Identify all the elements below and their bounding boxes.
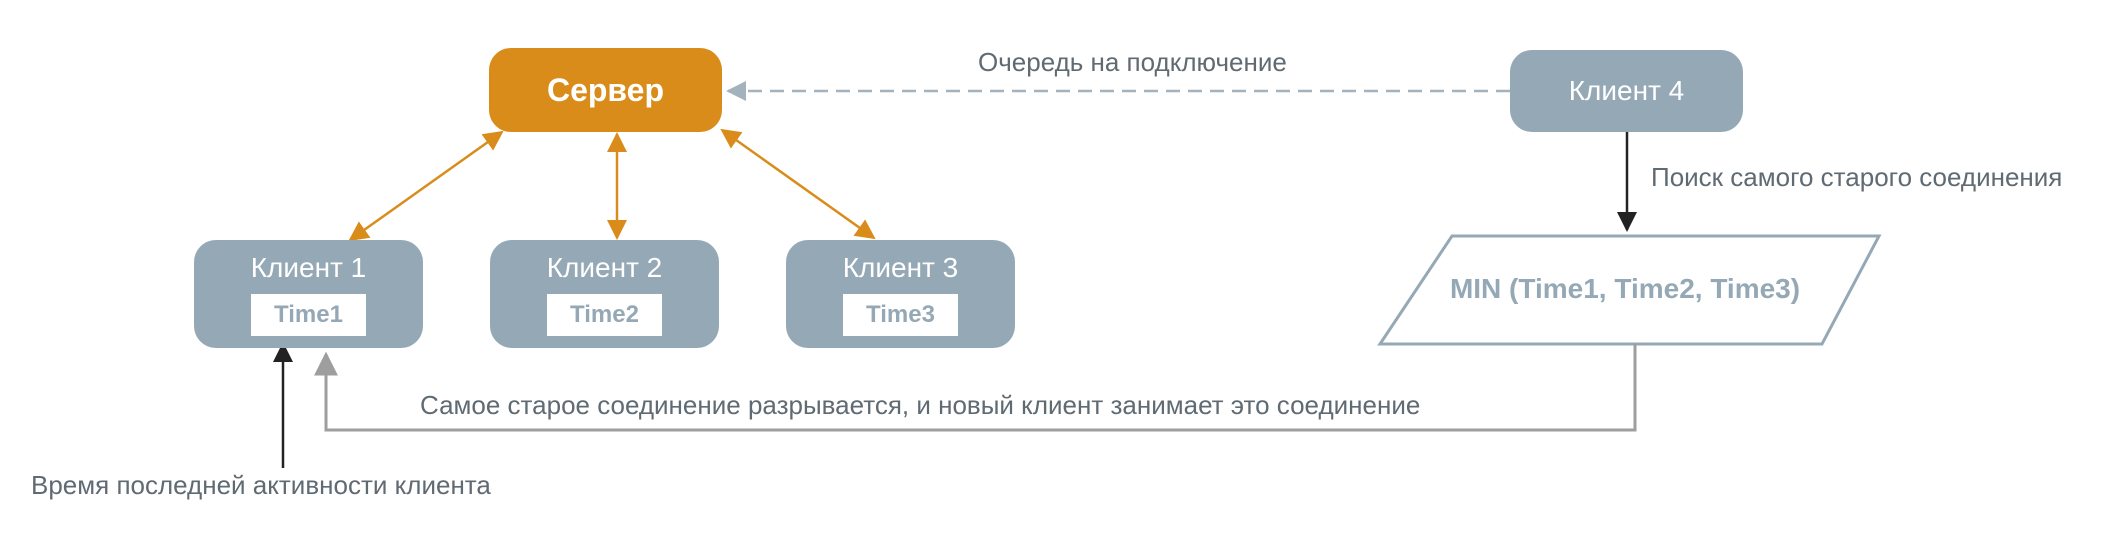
client-4-label: Клиент 4 (1568, 75, 1685, 106)
client-3-time: Time3 (843, 294, 958, 336)
server-label: Сервер (546, 71, 665, 108)
min-label: MIN (Time1, Time2, Time3) (1449, 273, 1801, 304)
activity-label: Время последней активности клиента (31, 470, 491, 500)
server-node: Сервер (489, 48, 722, 132)
client-1-time: Time1 (251, 294, 366, 336)
client-1-label: Клиент 1 (250, 252, 367, 283)
min-parallelogram (1377, 234, 1882, 346)
client-1-node: Клиент 1 Time1 (194, 240, 423, 348)
edge-server-client3 (720, 128, 876, 240)
client-4-node: Клиент 4 (1510, 50, 1743, 132)
client-2-time: Time2 (547, 294, 662, 336)
client-2-node: Клиент 2 Time2 (490, 240, 719, 348)
search-label: Поиск самого старого соединения (1651, 162, 2063, 192)
disconnect-label: Самое старое соединение разрывается, и н… (420, 390, 1421, 420)
client-2-label: Клиент 2 (546, 252, 663, 283)
edge-server-client1 (348, 130, 504, 242)
client-3-label: Клиент 3 (842, 252, 959, 283)
client-3-node: Клиент 3 Time3 (786, 240, 1015, 348)
edge-disconnect (314, 344, 1637, 432)
queue-label: Очередь на подключение (978, 47, 1287, 77)
